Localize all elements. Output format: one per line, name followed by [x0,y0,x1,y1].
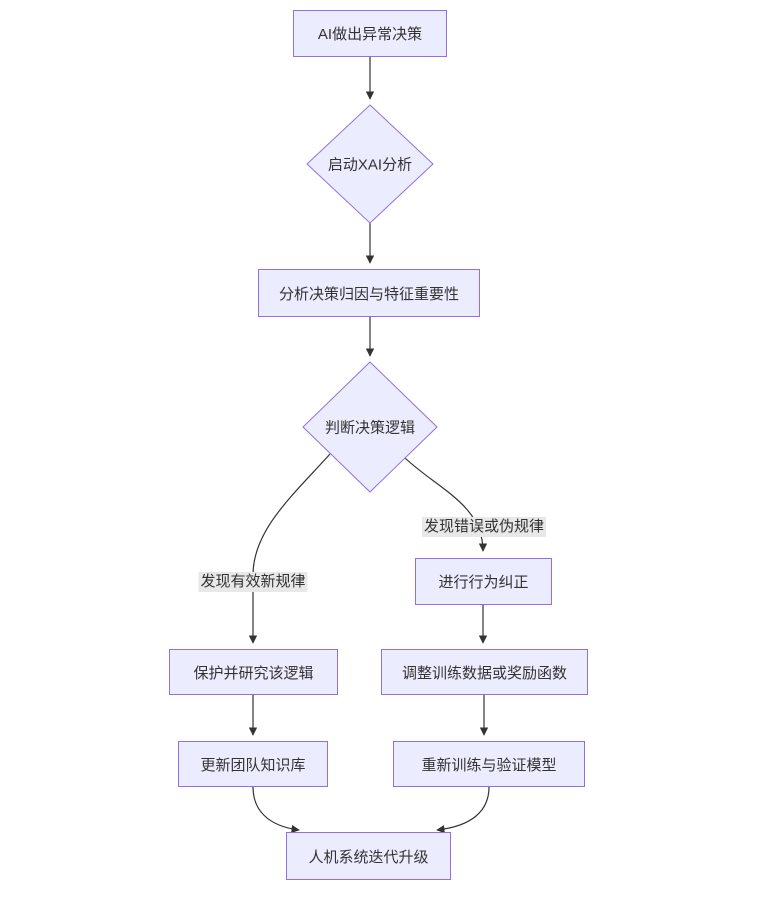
node-label: 进行行为纠正 [438,574,529,591]
edge-d-to-e [248,453,331,644]
diamond-start-xai-analysis-label: 启动XAI分析 [327,156,413,174]
edge-d-to-f [404,457,488,552]
edge-g-to-j [252,786,300,834]
edge-i-to-j [436,786,490,834]
node-ai-anomaly-decision: AI做出异常决策 [293,10,447,57]
diamond-judge-decision-logic-shape [302,361,438,493]
node-adjust-training-data-reward: 调整训练数据或奖励函数 [381,649,588,695]
node-protect-research-logic: 保护并研究该逻辑 [169,649,338,695]
node-label: 人机系统迭代升级 [308,848,429,866]
node-behavior-correction: 进行行为纠正 [415,558,552,605]
diamond-judge-decision-logic-label: 判断决策逻辑 [324,419,416,437]
node-label: 调整训练数据或奖励函数 [401,664,567,682]
node-label: 分析决策归因与特征重要性 [278,285,459,303]
node-label: 保护并研究该逻辑 [193,664,314,682]
node-human-machine-iteration-upgrade: 人机系统迭代升级 [286,832,451,880]
node-label: 重新训练与验证模型 [421,756,557,774]
node-analyze-attribution-importance: 分析决策归因与特征重要性 [258,269,480,317]
node-label: AI做出异常决策 [317,26,423,43]
node-label: 更新团队知识库 [200,756,306,774]
edge-label-error-pseudo-rule: 发现错误或伪规律 [421,517,547,537]
diamond-start-xai-analysis-shape [306,104,434,224]
node-update-team-knowledge-base: 更新团队知识库 [178,741,328,787]
edge-label-valid-new-rule: 发现有效新规律 [198,572,308,592]
node-retrain-validate-model: 重新训练与验证模型 [393,741,585,787]
